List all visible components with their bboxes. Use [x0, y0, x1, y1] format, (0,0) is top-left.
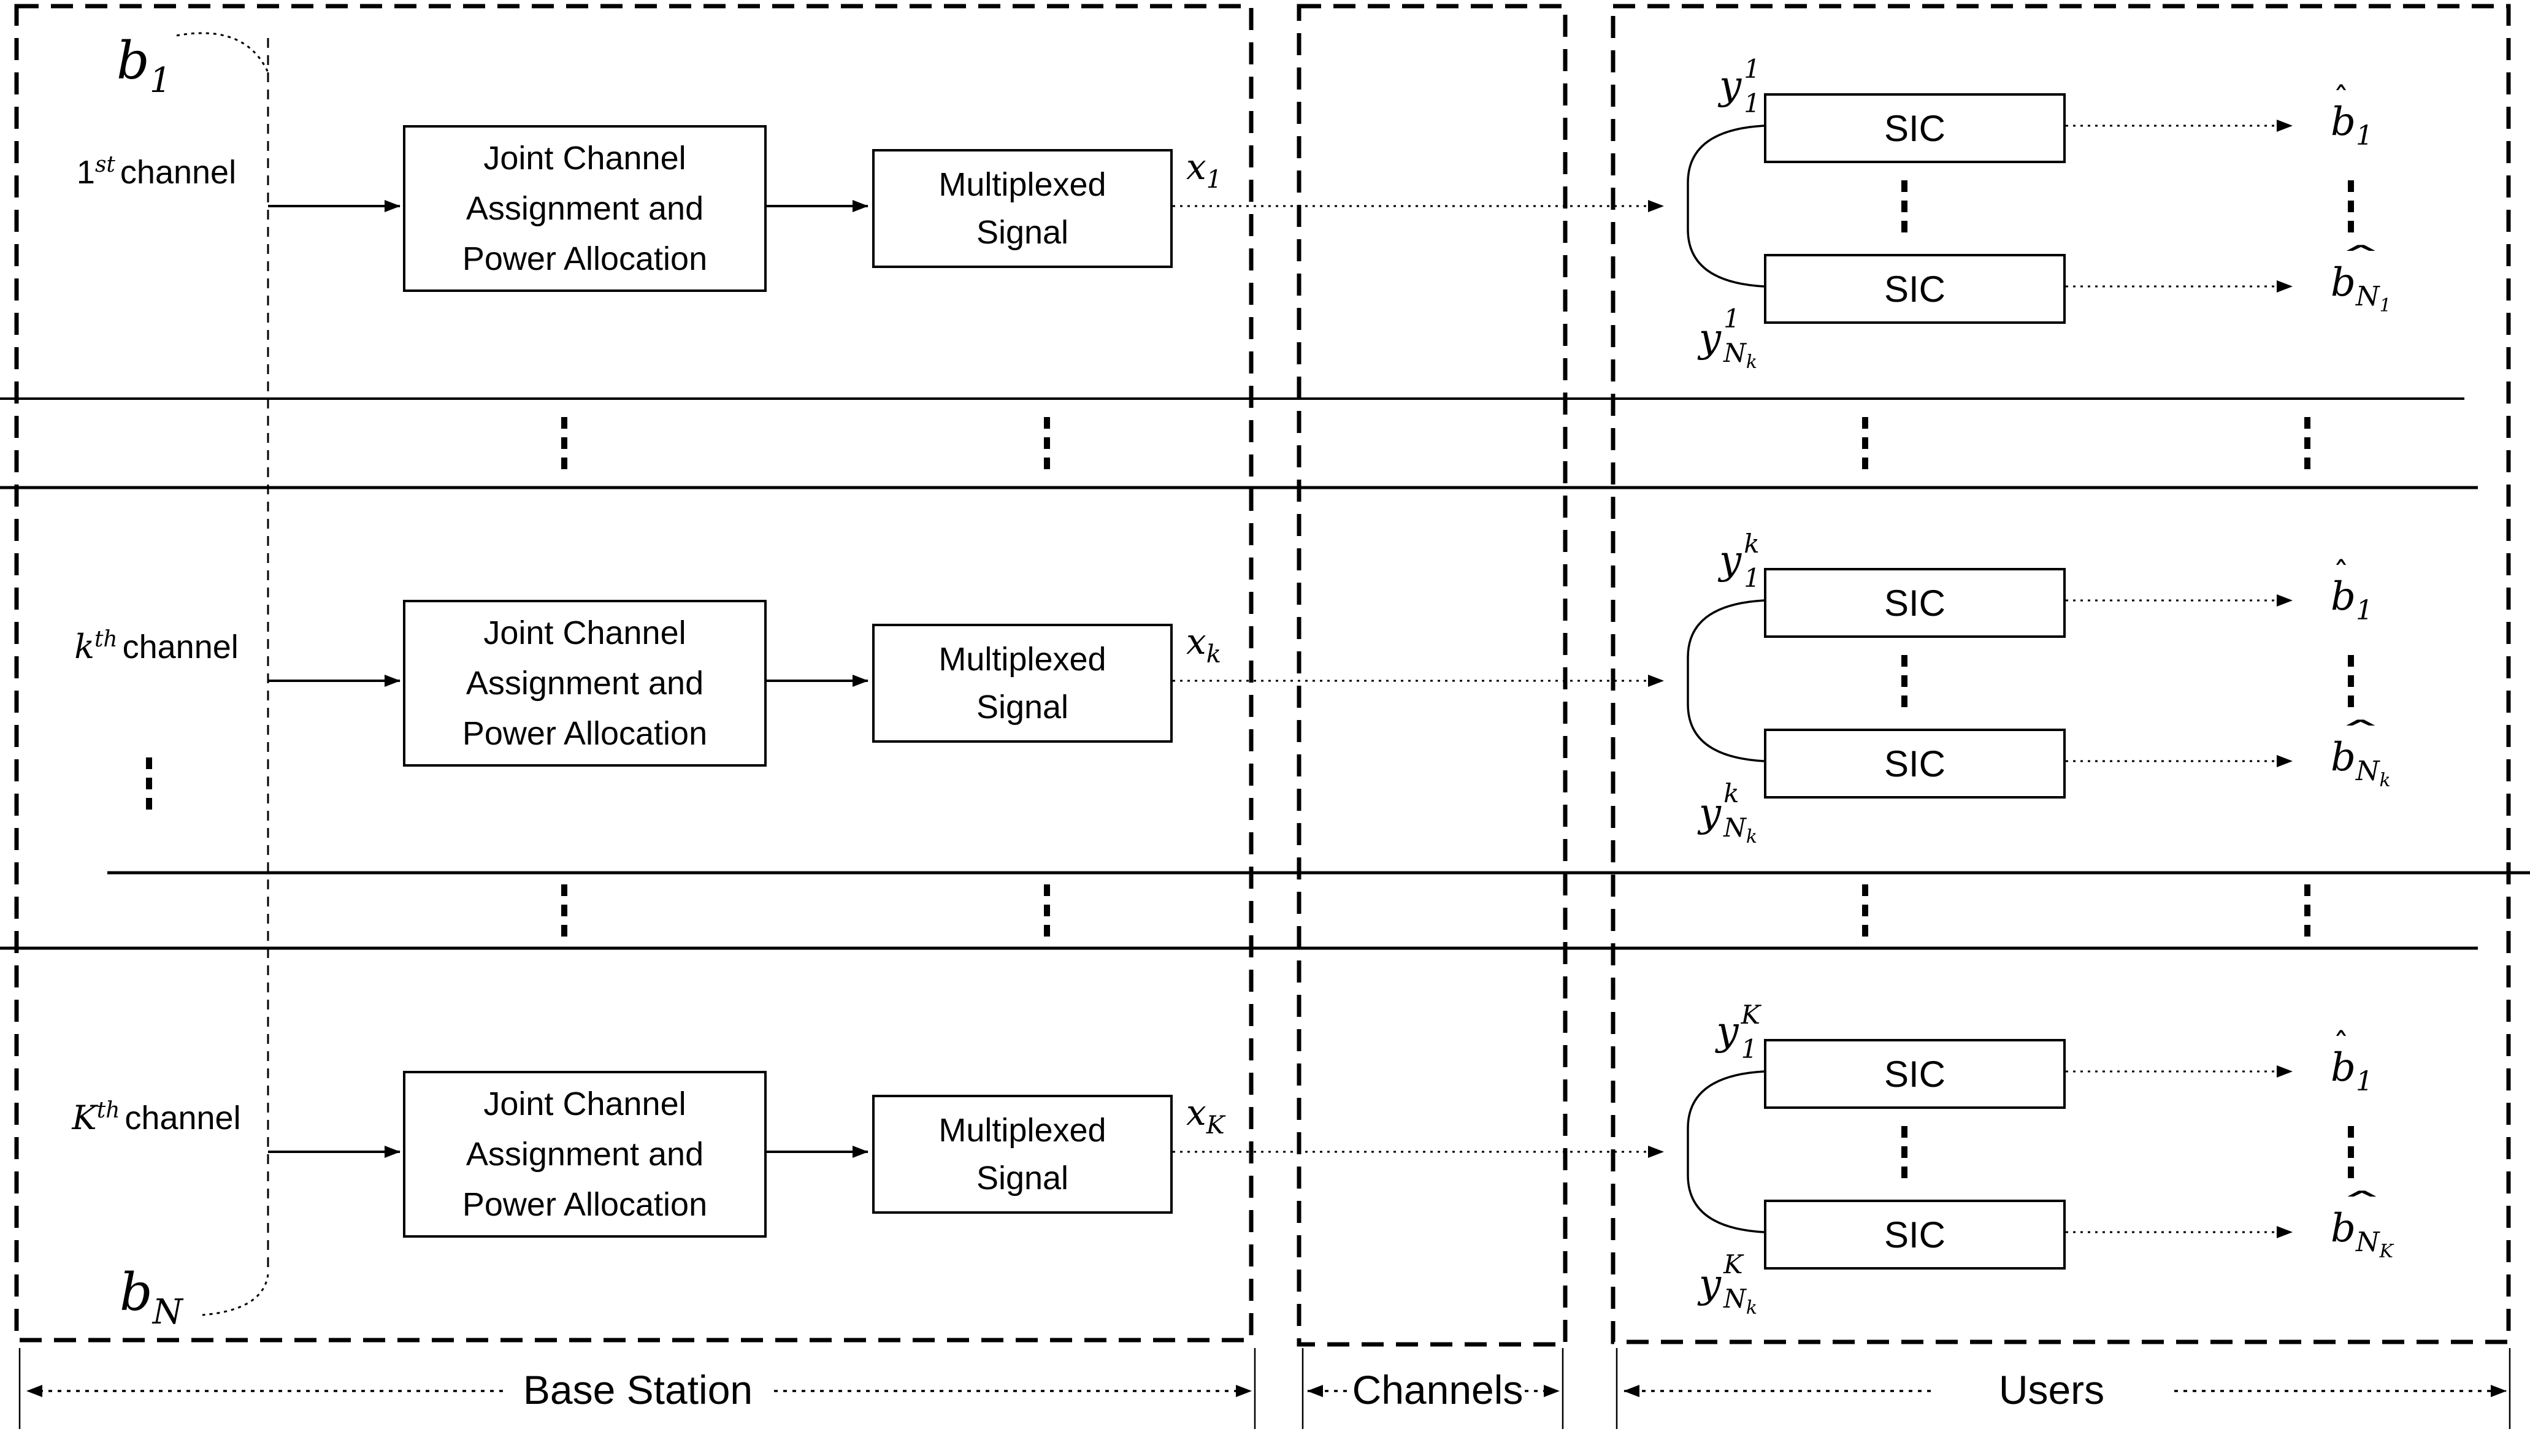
- users-box: [1611, 4, 2511, 1344]
- x-label-row2: xk: [1186, 621, 1221, 669]
- sic-top-box-row2: SIC: [1764, 568, 2066, 638]
- band2-ellipsis-output: [2304, 884, 2310, 937]
- base-station-label: Base Station: [523, 1367, 753, 1412]
- sic-bottom-box-row3: SIC: [1764, 1200, 2066, 1270]
- band1-ellipsis-output: [2304, 417, 2310, 469]
- sic-top-box-row1: SIC: [1764, 93, 2066, 163]
- sic-ellipsis-row2: [1901, 655, 1907, 707]
- band1-ellipsis-mux: [1044, 417, 1050, 469]
- x-label-row1: x1: [1186, 146, 1222, 194]
- band1-ellipsis-sic: [1862, 417, 1868, 469]
- sic-ellipsis-row1: [1901, 180, 1907, 232]
- sic-ellipsis-row3: [1901, 1126, 1907, 1178]
- base-station-box: [14, 4, 1254, 1343]
- sic-bottom-box-row1: SIC: [1764, 254, 2066, 324]
- output-ellipsis-row2: [2348, 655, 2354, 707]
- output-ellipsis-row3: [2348, 1126, 2354, 1178]
- channels-label: Channels: [1352, 1367, 1524, 1412]
- band2-ellipsis-mux: [1044, 884, 1050, 937]
- channel-ellipsis-row2: [146, 757, 152, 810]
- band1-ellipsis-jcapa: [561, 417, 567, 469]
- sic-top-box-row3: SIC: [1764, 1039, 2066, 1109]
- b1-label: b1: [117, 31, 172, 101]
- bN-label: bN: [120, 1262, 183, 1332]
- users-label: Users: [1998, 1367, 2105, 1412]
- channels-box: [1297, 4, 1568, 1347]
- output-ellipsis-row1: [2348, 180, 2354, 232]
- band2-ellipsis-sic: [1862, 884, 1868, 937]
- band2-ellipsis-jcapa: [561, 884, 567, 937]
- x-label-row3: xK: [1186, 1092, 1225, 1140]
- b1-curve: [176, 32, 269, 73]
- bn-curve: [202, 1274, 269, 1316]
- sic-bottom-box-row2: SIC: [1764, 729, 2066, 799]
